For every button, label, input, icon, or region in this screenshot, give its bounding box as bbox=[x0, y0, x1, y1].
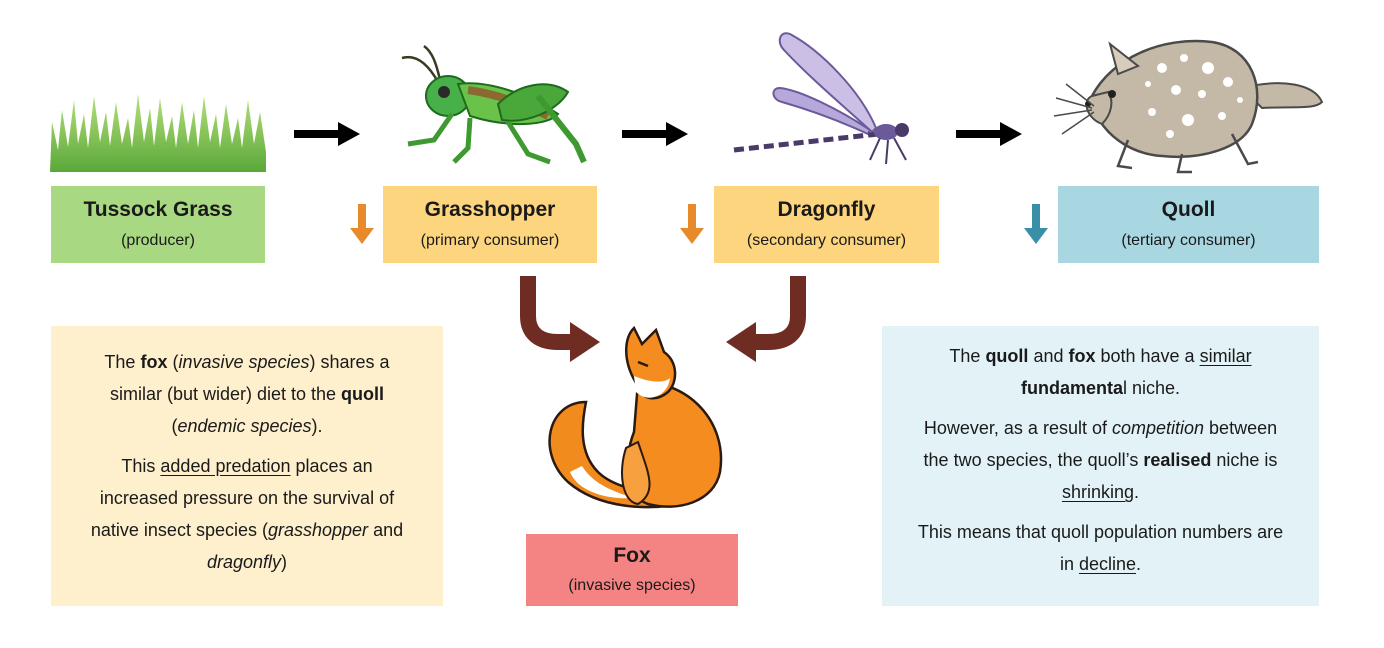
right-note-paragraph-2: However, as a result of competition betw… bbox=[923, 418, 1278, 502]
right-note-paragraph-3: This means that quoll population numbers… bbox=[917, 522, 1284, 574]
node-title: Fox bbox=[613, 544, 651, 567]
quoll-illustration bbox=[1053, 39, 1324, 174]
flow-arrow-grass-to-grasshopper bbox=[294, 122, 360, 146]
node-quoll: Quoll (tertiary consumer) bbox=[1058, 186, 1319, 263]
node-role: (primary consumer) bbox=[420, 232, 560, 249]
grasshopper-illustration bbox=[401, 45, 587, 165]
node-role: (secondary consumer) bbox=[746, 232, 907, 249]
left-note-paragraph-2: This added predation places an increased… bbox=[90, 456, 404, 572]
fox-arrow-from-dragonfly bbox=[726, 276, 806, 362]
node-title: Grasshopper bbox=[424, 198, 556, 221]
node-role: (producer) bbox=[121, 232, 195, 249]
node-title: Quoll bbox=[1161, 198, 1216, 221]
down-arrow-quoll bbox=[1024, 204, 1048, 244]
flow-arrow-grasshopper-to-dragonfly bbox=[622, 122, 688, 146]
left-note-paragraph-1: The fox (invasive species) shares a simi… bbox=[104, 352, 390, 436]
left-note: The fox (invasive species) shares a simi… bbox=[51, 326, 443, 606]
fox-arrow-from-grasshopper bbox=[520, 276, 600, 362]
fox-illustration bbox=[548, 325, 723, 509]
node-title: Tussock Grass bbox=[83, 198, 233, 221]
node-grasshopper: Grasshopper (primary consumer) bbox=[383, 186, 597, 263]
right-note: The quoll and fox both have a similar fu… bbox=[882, 326, 1319, 606]
node-fox: Fox (invasive species) bbox=[526, 534, 738, 606]
node-title: Dragonfly bbox=[777, 198, 876, 221]
down-arrow-dragonfly bbox=[680, 204, 704, 244]
node-dragonfly: Dragonfly (secondary consumer) bbox=[714, 186, 939, 263]
node-tussock-grass: Tussock Grass (producer) bbox=[51, 186, 265, 263]
dragonfly-illustration bbox=[733, 32, 909, 165]
grass-illustration bbox=[50, 94, 266, 172]
node-role: (invasive species) bbox=[568, 577, 696, 594]
right-note-paragraph-1: The quoll and fox both have a similar fu… bbox=[949, 346, 1252, 398]
flow-arrow-dragonfly-to-quoll bbox=[956, 122, 1022, 146]
down-arrow-grasshopper bbox=[350, 204, 374, 244]
node-role: (tertiary consumer) bbox=[1121, 232, 1256, 249]
